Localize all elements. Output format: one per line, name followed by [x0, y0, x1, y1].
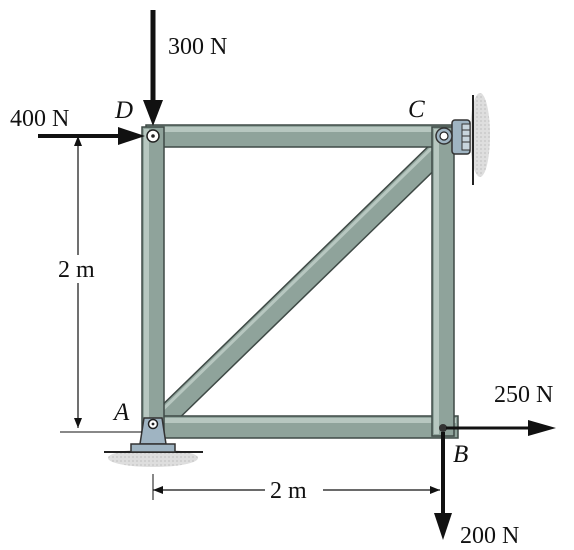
pin-b — [439, 424, 447, 432]
roller-support-c — [435, 119, 471, 155]
member-dc — [145, 124, 459, 148]
force-arrow-300n — [143, 10, 163, 126]
pin-support-a — [130, 417, 176, 453]
force-arrow-200n — [434, 432, 452, 540]
force-arrow-250n — [446, 420, 556, 436]
member-cb — [431, 126, 455, 437]
force-label-200n: 200 N — [460, 523, 519, 549]
joint-label-b: B — [453, 441, 468, 468]
force-label-400n: 400 N — [10, 106, 69, 132]
horizontal-dimension — [152, 474, 440, 500]
pin-d — [146, 129, 160, 143]
member-ac — [147, 134, 457, 434]
dimension-label-vertical: 2 m — [58, 257, 95, 283]
dimension-label-horizontal: 2 m — [270, 478, 307, 504]
truss-members — [141, 124, 459, 439]
force-label-250n: 250 N — [494, 382, 553, 408]
vertical-dimension — [60, 136, 142, 433]
force-label-300n: 300 N — [168, 34, 227, 60]
member-ab — [145, 415, 459, 439]
joint-label-a: A — [112, 399, 130, 426]
wall-c — [470, 93, 490, 185]
member-da — [141, 126, 165, 437]
joint-label-d: D — [114, 97, 133, 124]
joint-label-c: C — [408, 96, 425, 123]
